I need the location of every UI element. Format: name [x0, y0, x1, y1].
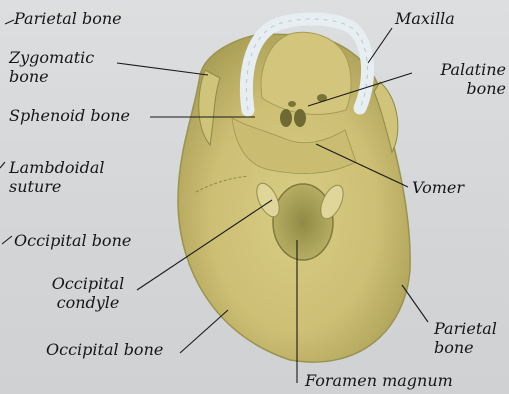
label-occipital-bone-bottom: Occipital bone — [46, 340, 163, 359]
foramen-magnum — [273, 184, 333, 260]
label-foramen-magnum: Foramen magnum — [305, 371, 453, 390]
label-parietal-bone-top-left: Parietal bone — [14, 9, 122, 28]
leader-maxilla — [368, 28, 392, 63]
label-maxilla: Maxilla — [395, 9, 455, 28]
leader-occipital-bottom — [180, 310, 228, 353]
leader-parietal-top-left — [5, 20, 14, 24]
label-occipital-condyle: Occipital condyle — [40, 274, 136, 312]
label-sphenoid-bone: Sphenoid bone — [9, 106, 130, 125]
label-vomer: Vomer — [412, 178, 464, 197]
label-zygomatic-bone: Zygomatic bone — [9, 48, 94, 86]
label-occipital-bone-left: Occipital bone — [14, 231, 131, 250]
leader-parietal-right — [402, 285, 428, 322]
leader-lambdoidal — [0, 162, 5, 168]
label-palatine-bone: Palatine bone — [414, 60, 506, 98]
right-choana — [294, 109, 306, 127]
leader-occipital-left — [2, 236, 12, 244]
label-lambdoidal-suture: Lambdoidal suture — [9, 158, 104, 196]
left-palatine-foramen — [288, 101, 296, 107]
leader-zygomatic — [117, 63, 208, 75]
label-parietal-bone-right: Parietal bone — [434, 319, 497, 357]
left-choana — [280, 109, 292, 127]
